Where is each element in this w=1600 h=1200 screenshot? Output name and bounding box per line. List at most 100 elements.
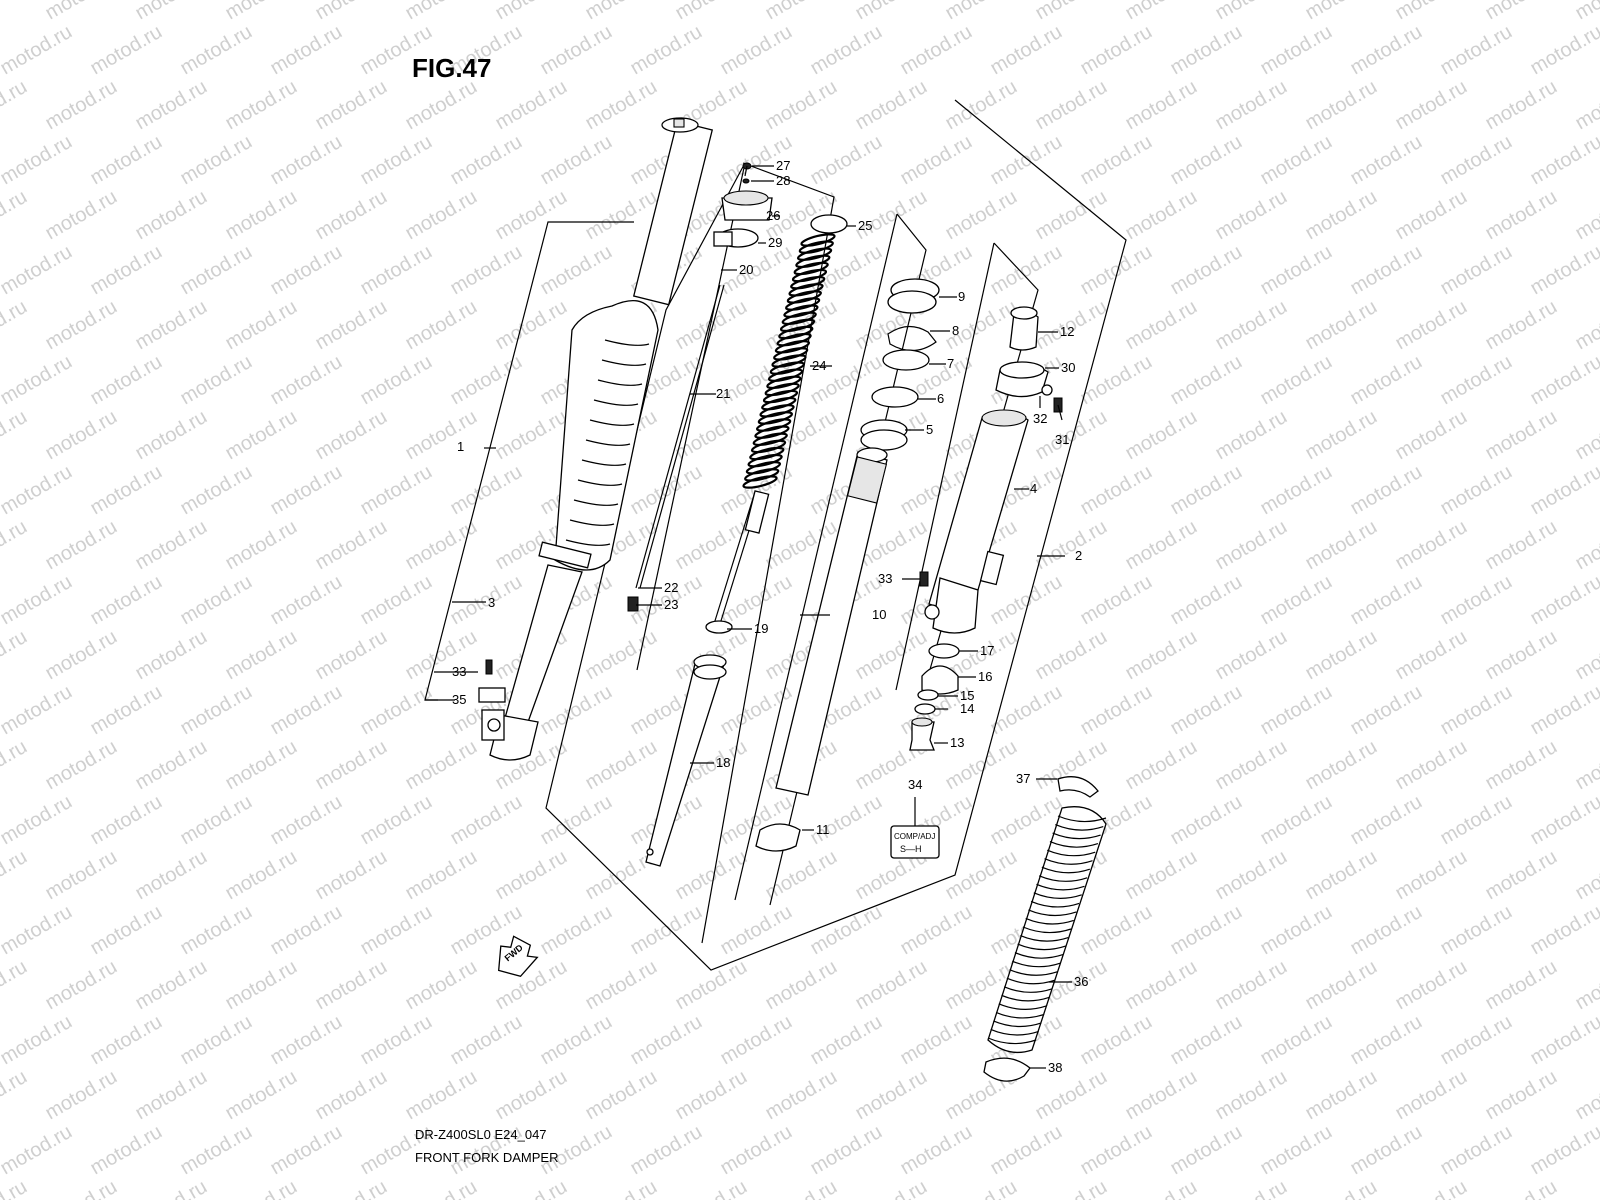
watermark-text: motod.ru (1302, 296, 1381, 355)
watermark-text: motod.ru (1482, 956, 1561, 1015)
watermark-text: motod.ru (492, 406, 571, 465)
watermark-text: motod.ru (402, 186, 481, 245)
boot-rib (1057, 815, 1107, 823)
fork-boot-ribs (565, 339, 650, 546)
spring-coil (788, 283, 824, 297)
watermark-text: motod.ru (0, 1066, 31, 1125)
watermark-text: motod.ru (357, 131, 436, 190)
watermark-text: motod.ru (402, 516, 481, 575)
fork-assembly-1 (478, 117, 714, 761)
watermark-text: motod.ru (1392, 516, 1471, 575)
watermark-text: motod.ru (1392, 1176, 1471, 1200)
watermark-text: motod.ru (1437, 461, 1516, 520)
watermark-text: motod.ru (1392, 626, 1471, 685)
watermark-text: motod.ru (852, 1176, 931, 1200)
watermark-text: motod.ru (132, 516, 211, 575)
part-number-label: 33 (452, 664, 466, 679)
part-number-label: 33 (878, 571, 892, 586)
watermark-text: motod.ru (87, 21, 166, 80)
watermark-text: motod.ru (447, 131, 526, 190)
watermark-text: motod.ru (0, 1176, 31, 1200)
watermark-text: motod.ru (447, 571, 526, 630)
watermark-text: motod.ru (267, 681, 346, 740)
watermark-text: motod.ru (1077, 1121, 1156, 1180)
watermark-text: motod.ru (267, 1121, 346, 1180)
watermark-text: motod.ru (1347, 131, 1426, 190)
part-number-label: 2 (1075, 548, 1082, 563)
watermark-text: motod.ru (402, 846, 481, 905)
watermark-text: motod.ru (1347, 1011, 1426, 1070)
watermark-text: motod.ru (1572, 626, 1600, 685)
watermark-text: motod.ru (312, 626, 391, 685)
watermark-text: motod.ru (1527, 1011, 1600, 1070)
watermark-text: motod.ru (1122, 76, 1201, 135)
watermark-text: motod.ru (1302, 956, 1381, 1015)
watermark-text: motod.ru (1212, 846, 1291, 905)
watermark-text: motod.ru (312, 1176, 391, 1200)
outer-tube-group (755, 278, 940, 852)
watermark-text: motod.ru (1257, 791, 1336, 850)
watermark-text: motod.ru (177, 901, 256, 960)
watermark-text: motod.ru (1437, 351, 1516, 410)
watermark-text: motod.ru (132, 736, 211, 795)
watermark-text: motod.ru (1167, 351, 1246, 410)
part-number-label: 23 (664, 597, 678, 612)
watermark-text: motod.ru (267, 461, 346, 520)
spring-coil (793, 261, 829, 276)
part-number-label: 5 (926, 422, 933, 437)
watermark-text: motod.ru (222, 1066, 301, 1125)
watermark-text: motod.ru (1032, 1176, 1111, 1200)
part-number-label: 11 (816, 822, 830, 837)
watermark-text: motod.ru (1482, 186, 1561, 245)
watermark-text: motod.ru (1392, 846, 1471, 905)
watermark-text: motod.ru (267, 1011, 346, 1070)
watermark-text: motod.ru (1482, 406, 1561, 465)
watermark-text: motod.ru (1167, 901, 1246, 960)
watermark-text: motod.ru (177, 571, 256, 630)
boot-rib (1033, 892, 1082, 899)
spring-coil (800, 233, 836, 247)
watermark-text: motod.ru (717, 681, 796, 740)
spring-coil (757, 411, 793, 425)
watermark-text: motod.ru (537, 131, 616, 190)
watermark-text: motod.ru (402, 76, 481, 135)
dust-boot-group (983, 776, 1107, 1082)
part-number-label: 32 (1033, 411, 1047, 426)
watermark-text: motod.ru (1572, 846, 1600, 905)
watermark-text: motod.ru (1257, 131, 1336, 190)
watermark-text: motod.ru (1167, 1011, 1246, 1070)
spring-coil (786, 290, 822, 304)
watermark-text: motod.ru (627, 461, 706, 520)
watermark-text: motod.ru (627, 21, 706, 80)
spring-coil (771, 354, 807, 368)
part-number-label: 6 (937, 391, 944, 406)
watermark-text: motod.ru (897, 1011, 976, 1070)
watermark-text: motod.ru (0, 846, 31, 905)
watermark-text: motod.ru (1392, 956, 1471, 1015)
watermark-text: motod.ru (897, 901, 976, 960)
part-number-label: 35 (452, 692, 466, 707)
watermark-text: motod.ru (87, 1121, 166, 1180)
watermark-text: motod.ru (1482, 516, 1561, 575)
boot-rib (987, 1037, 1037, 1045)
part-number-label: 1 (457, 439, 464, 454)
watermark-text: motod.ru (582, 1066, 661, 1125)
fork-spring (742, 233, 836, 489)
watermark-text: motod.ru (1212, 406, 1291, 465)
watermark-text: motod.ru (1527, 351, 1600, 410)
watermark-text: motod.ru (0, 956, 31, 1015)
watermark-text: motod.ru (1347, 21, 1426, 80)
watermark-text: motod.ru (267, 131, 346, 190)
watermark-text: motod.ru (717, 901, 796, 960)
spring-coil (783, 304, 819, 318)
watermark-text: motod.ru (897, 1121, 976, 1180)
spring-coil (774, 340, 811, 354)
watermark-text: motod.ru (42, 76, 121, 135)
watermark-text: motod.ru (0, 76, 31, 135)
watermark-text: motod.ru (0, 1121, 76, 1180)
watermark-text: motod.ru (1482, 1066, 1561, 1125)
watermark-text: motod.ru (1302, 1066, 1381, 1125)
watermark-text: motod.ru (942, 1176, 1021, 1200)
watermark-text: motod.ru (672, 1176, 751, 1200)
watermark-text: motod.ru (0, 681, 76, 740)
